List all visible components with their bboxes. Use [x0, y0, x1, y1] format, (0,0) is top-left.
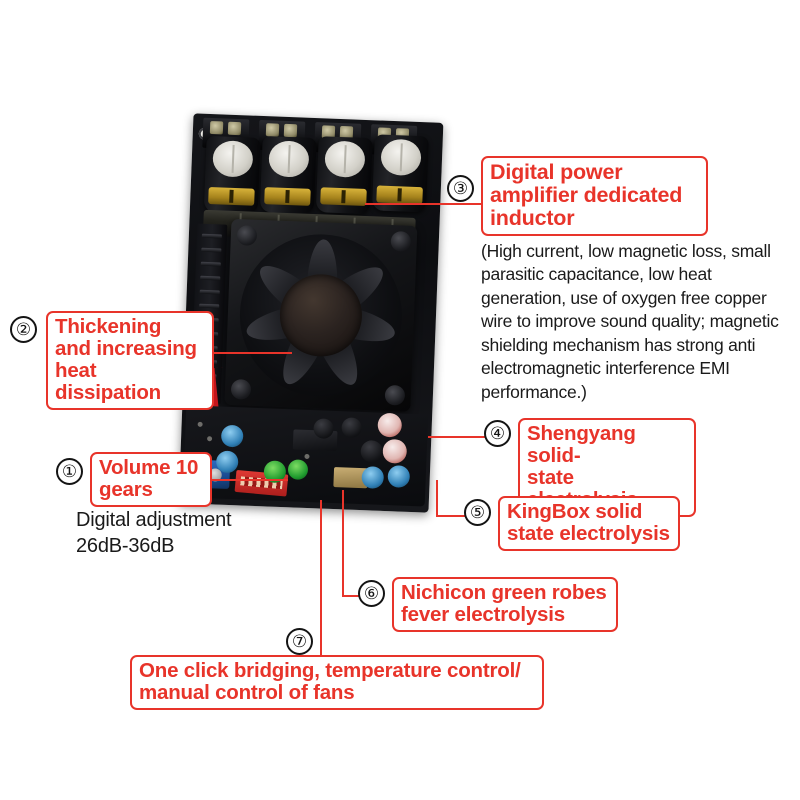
callout-box-nichicon: Nichicon green robes fever electrolysis — [392, 577, 618, 632]
callout-line: state electrolysis — [507, 521, 670, 545]
callout-line: fever electrolysis — [401, 602, 565, 626]
fan-screw — [390, 231, 412, 252]
main-capacitor — [203, 135, 261, 214]
leader-line-heatsink — [214, 352, 292, 354]
callout-line: heat dissipation — [55, 358, 162, 404]
inductor-description: (High current, low magnetic loss, small … — [481, 241, 779, 402]
callout-line: Digital power — [490, 160, 623, 184]
leader-line-dipswitch-v — [320, 500, 322, 655]
capacitor-sleeve — [208, 186, 255, 206]
kingbox-capacitor — [387, 465, 411, 488]
kingbox-capacitor — [361, 466, 385, 489]
fan-screw — [384, 384, 406, 406]
capacitor-top — [212, 140, 254, 178]
callout-line: Shengyang solid- — [527, 422, 636, 467]
capacitor-sleeve — [320, 187, 367, 207]
callout-number-7: ⑦ — [286, 628, 313, 655]
callout-box-kingbox: KingBox solid state electrolysis — [498, 496, 680, 551]
volume-subtext-line-1: Digital adjustment — [76, 509, 232, 531]
capacitor-top — [268, 140, 310, 178]
callout-number-5: ⑤ — [464, 499, 491, 526]
leader-line-volume — [210, 479, 288, 481]
smd-capacitor — [360, 440, 384, 463]
callout-number-6: ⑥ — [358, 580, 385, 607]
volume-subtext-line-2: 26dB-36dB — [76, 535, 175, 557]
callout-number-1: ① — [56, 458, 83, 485]
amplifier-board-photo — [178, 113, 444, 513]
callout-number-2: ② — [10, 316, 37, 343]
nichicon-capacitor — [287, 459, 309, 480]
capacitor-top — [324, 140, 366, 178]
main-capacitor — [371, 134, 429, 213]
leader-line-kingbox-h — [436, 515, 468, 517]
callout-line: KingBox solid — [507, 500, 643, 523]
callout-line: amplifier dedicated — [490, 183, 683, 207]
leader-line-nichicon-v — [342, 490, 344, 596]
callout-number-4: ④ — [484, 420, 511, 447]
callout-line: inductor — [490, 206, 575, 230]
callout-number-3: ③ — [447, 175, 474, 202]
kingbox-capacitor — [220, 424, 244, 448]
leader-line-shengyang — [428, 436, 488, 438]
solder-pad — [304, 453, 310, 460]
leader-line-nichicon-h — [342, 595, 368, 597]
solder-pad — [207, 436, 213, 442]
callout-line: Nichicon green robes — [401, 581, 607, 604]
shengyang-capacitor — [382, 438, 408, 464]
callout-box-heatsink: Thickening and increasing heat dissipati… — [46, 311, 214, 410]
component-area — [182, 405, 429, 507]
callout-line: Volume 10 — [99, 456, 199, 479]
leader-line-inductor — [365, 203, 481, 205]
shengyang-capacitor — [377, 412, 403, 438]
callout-line: manual control of fans — [139, 680, 355, 704]
solder-pad — [197, 421, 203, 427]
main-capacitor — [259, 136, 317, 215]
fan-screw — [236, 225, 258, 246]
callout-box-dipswitch: One click bridging, temperature control/… — [130, 655, 544, 710]
callout-line: gears — [99, 477, 153, 501]
callout-line: One click bridging, temperature control/ — [139, 659, 521, 682]
kingbox-capacitor — [215, 450, 239, 474]
callout-box-inductor: Digital power amplifier dedicated induct… — [481, 156, 708, 236]
capacitor-sleeve — [264, 187, 311, 206]
smd-capacitor — [341, 417, 363, 439]
capacitor-top — [380, 138, 422, 177]
callout-line: and increasing — [55, 336, 197, 360]
callout-box-volume: Volume 10 gears — [90, 452, 212, 507]
callout-line: Thickening — [55, 315, 162, 338]
leader-line-kingbox-v — [436, 480, 438, 516]
capacitor-sleeve — [376, 185, 423, 205]
